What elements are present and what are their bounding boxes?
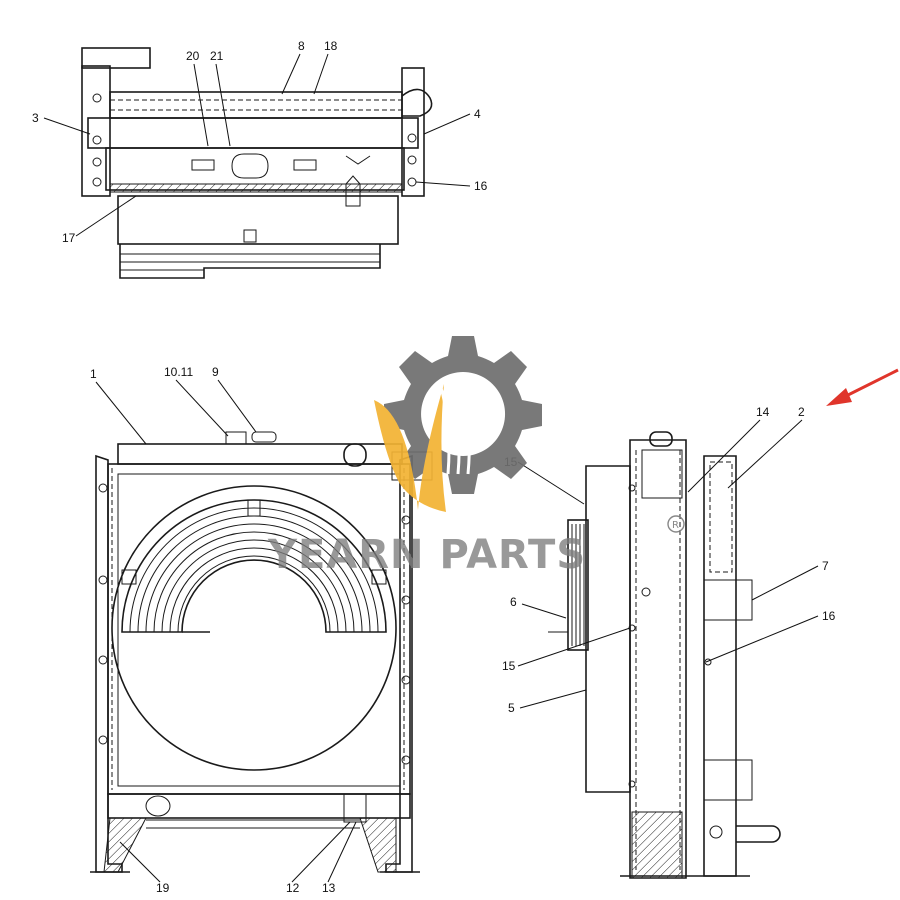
- callout-20: 20: [186, 49, 200, 63]
- gear-icon: [384, 336, 542, 494]
- callout-16: 16: [474, 179, 488, 193]
- brand-watermark: YEARN PARTS R: [267, 336, 685, 578]
- callout-1: 1: [90, 367, 97, 381]
- registered-mark-text: R: [672, 520, 679, 531]
- callout-7: 7: [822, 559, 829, 573]
- flame-logo-icon: [374, 384, 446, 512]
- callout-5: 5: [508, 701, 515, 715]
- front-view-drawing: [90, 431, 433, 873]
- side-view-drawing: [548, 431, 781, 879]
- callout-13: 13: [322, 881, 336, 895]
- callout-10-11: 10.11: [164, 365, 193, 379]
- callout-6: 6: [510, 595, 517, 609]
- registered-mark: R: [667, 515, 685, 533]
- callout-21: 21: [210, 49, 224, 63]
- callout-3: 3: [32, 111, 39, 125]
- callout-19: 19: [156, 881, 170, 895]
- brand-watermark-text: YEARN PARTS: [267, 532, 586, 578]
- callout-15-mid: 15: [502, 659, 516, 673]
- callout-18: 18: [324, 39, 338, 53]
- callout-4: 4: [474, 107, 481, 121]
- top-view-callouts: 20 21 8 18 3 4 16 17: [32, 39, 488, 245]
- callout-12: 12: [286, 881, 300, 895]
- front-view-callouts: 1 10.11 9 19 12 13: [90, 365, 357, 895]
- red-pointer-arrow: [826, 368, 899, 406]
- top-view-drawing: [81, 47, 433, 279]
- callout-9: 9: [212, 365, 219, 379]
- callout-8: 8: [298, 39, 305, 53]
- callout-14: 14: [756, 405, 770, 419]
- callout-17: 17: [62, 231, 76, 245]
- callout-16-side: 16: [822, 609, 836, 623]
- callout-2: 2: [798, 405, 805, 419]
